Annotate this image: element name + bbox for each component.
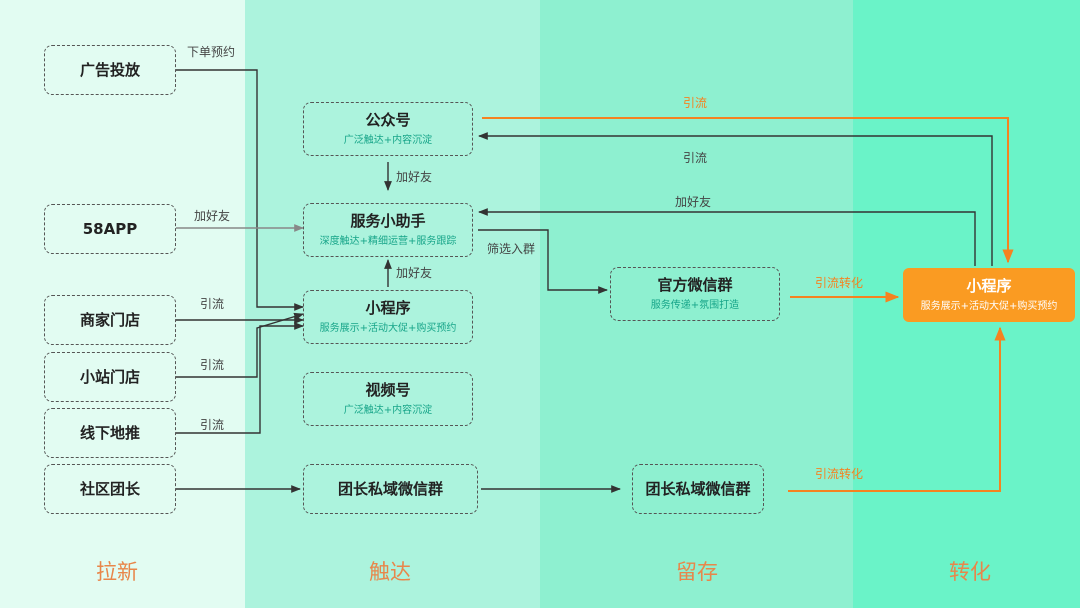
label-flow-merchant: 引流 <box>200 297 225 311</box>
label-order-booking: 下单预约 <box>187 45 236 59</box>
node-station-title: 小站门店 <box>79 368 140 386</box>
node-video: 视频号 广泛触达+内容沉淀 <box>303 372 473 426</box>
node-miniapp-title: 小程序 <box>365 299 411 317</box>
label-flow-to-mini: 引流 <box>683 96 708 110</box>
node-target-miniapp-sub: 服务展示+活动大促+购买预约 <box>920 300 1058 312</box>
node-assistant-title: 服务小助手 <box>350 212 426 230</box>
edge-leadergroup-to-target <box>788 326 1006 492</box>
edge-official-to-target <box>482 117 1014 264</box>
node-community-title: 社区团长 <box>79 480 140 498</box>
node-video-sub: 广泛触达+内容沉淀 <box>343 405 433 416</box>
node-official: 公众号 广泛触达+内容沉淀 <box>303 102 473 156</box>
node-assistant-sub: 深度触达+精细运营+服务跟踪 <box>319 236 457 247</box>
node-merchant: 商家门店 <box>44 295 176 345</box>
stage-column-acquire <box>0 0 245 608</box>
node-station: 小站门店 <box>44 352 176 402</box>
node-ads-title: 广告投放 <box>79 61 140 79</box>
node-video-title: 视频号 <box>365 381 411 399</box>
node-offline-title: 线下地推 <box>79 424 140 442</box>
node-official-group-sub: 服务传递+氛围打造 <box>650 300 740 311</box>
node-58app: 58APP <box>44 204 176 254</box>
edge-assistant-to-officialgroup <box>478 229 608 294</box>
label-flow-offline: 引流 <box>200 418 225 432</box>
node-leader-group-retain: 团长私域微信群 <box>632 464 764 514</box>
label-add-friend-back: 加好友 <box>675 195 712 209</box>
label-flow-back: 引流 <box>683 151 708 165</box>
edge-target-to-official <box>478 132 993 266</box>
stage-label-retain: 留存 <box>676 560 718 584</box>
node-58app-title: 58APP <box>82 220 138 238</box>
label-convert-group: 引流转化 <box>815 276 864 290</box>
label-flow-station: 引流 <box>200 358 225 372</box>
node-miniapp-sub: 服务展示+活动大促+购买预约 <box>319 323 457 334</box>
stage-column-reach <box>245 0 540 608</box>
edge-ads-to-miniapp <box>176 69 304 311</box>
node-target-miniapp-title: 小程序 <box>966 276 1012 295</box>
node-target-miniapp: 小程序 服务展示+活动大促+购买预约 <box>903 268 1075 322</box>
label-add-friend-mini: 加好友 <box>396 266 433 280</box>
node-official-sub: 广泛触达+内容沉淀 <box>343 135 433 146</box>
node-official-title: 公众号 <box>365 111 411 129</box>
node-merchant-title: 商家门店 <box>79 311 140 329</box>
node-miniapp: 小程序 服务展示+活动大促+购买预约 <box>303 290 473 344</box>
node-community: 社区团长 <box>44 464 176 514</box>
edge-station-to-miniapp <box>176 312 304 378</box>
label-convert-leader: 引流转化 <box>815 467 864 481</box>
node-offline: 线下地推 <box>44 408 176 458</box>
edge-target-to-assistant <box>478 208 976 266</box>
stage-label-reach: 触达 <box>369 560 411 584</box>
label-add-friend-58: 加好友 <box>194 209 231 223</box>
node-leader-group-touch-title: 团长私域微信群 <box>337 480 443 498</box>
node-official-group-title: 官方微信群 <box>657 276 733 294</box>
node-assistant: 服务小助手 深度触达+精细运营+服务跟踪 <box>303 203 473 257</box>
label-filter-join: 筛选入群 <box>487 242 536 256</box>
node-leader-group-retain-title: 团长私域微信群 <box>645 480 751 498</box>
stage-label-convert: 转化 <box>949 560 991 584</box>
stage-column-retain <box>540 0 853 608</box>
node-official-group: 官方微信群 服务传递+氛围打造 <box>610 267 780 321</box>
node-ads: 广告投放 <box>44 45 176 95</box>
label-add-friend-official: 加好友 <box>396 170 433 184</box>
stage-label-acquire: 拉新 <box>96 560 138 584</box>
edge-offline-to-miniapp <box>176 322 304 434</box>
node-leader-group-touch: 团长私域微信群 <box>303 464 478 514</box>
